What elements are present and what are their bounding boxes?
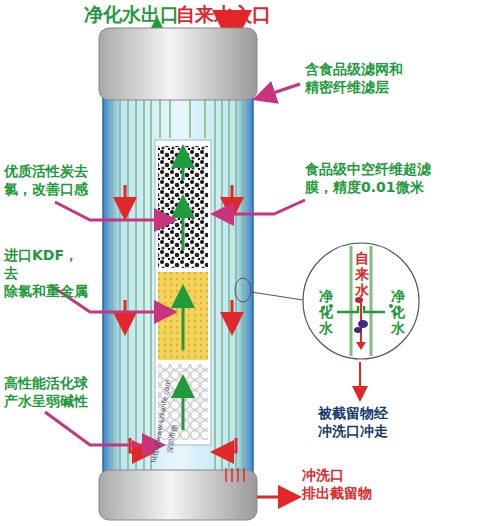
- callout-text: 高性能活化球 产水呈弱碱性: [4, 374, 88, 410]
- inset-label: 净化水: [390, 288, 405, 336]
- callout-text: 优质活性炭去 氯，改善口感: [4, 162, 88, 198]
- inset-label: 净化水: [318, 288, 333, 336]
- magnified-inset: 自来水净化水 净化水: [302, 242, 420, 360]
- callout-text: 进口KDF，去 除氯和重金属: [4, 246, 88, 301]
- callout-text: 食品级中空纤维超滤 膜，精度0.01微米: [305, 160, 431, 196]
- callout-text: 净化水出口: [84, 2, 179, 27]
- callout-text: 冲洗口 排出截留物: [302, 466, 372, 502]
- inset-label: 自来水: [354, 250, 369, 298]
- callout-text: 含食品级滤网和 精密纤维滤层: [305, 60, 403, 96]
- callout-text: 被截留物经 冲洗口冲走: [318, 404, 388, 440]
- callout-text: 自来水入口: [176, 2, 271, 27]
